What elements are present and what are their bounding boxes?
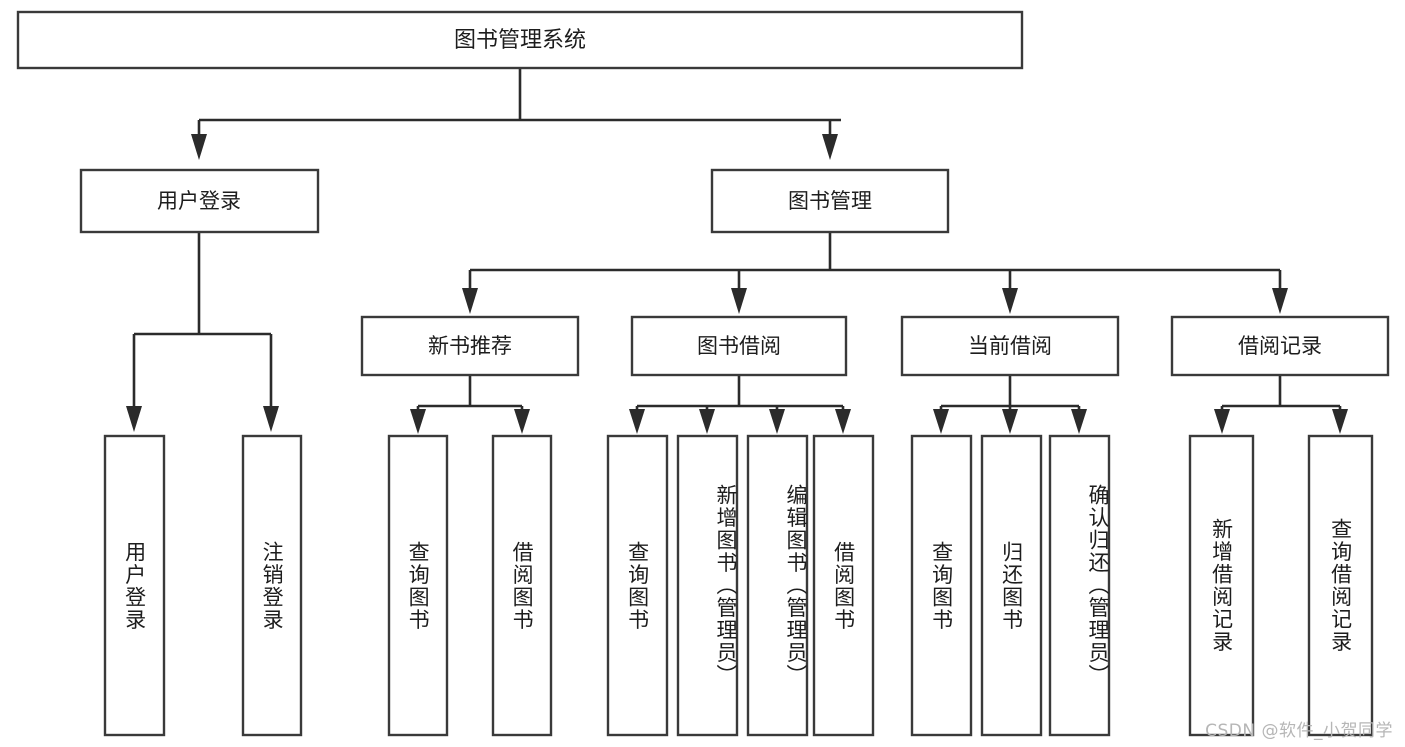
leaf-box-borrow-edit[interactable] bbox=[746, 434, 809, 737]
arrow-head-borrow-record bbox=[1272, 288, 1288, 314]
node-user-login[interactable]: 用户登录 bbox=[79, 168, 320, 234]
watermark-text: CSDN @软件_小贺同学 bbox=[1205, 721, 1393, 741]
leaf-box-record-query[interactable] bbox=[1307, 434, 1374, 737]
leaf-box-user-login[interactable] bbox=[103, 434, 166, 737]
connector-group-new-book-recommend bbox=[410, 375, 530, 434]
arrow-head-bookborrow-leaf4 bbox=[835, 409, 851, 434]
node-root-system[interactable]: 图书管理系统 bbox=[16, 10, 1024, 70]
node-root-box[interactable] bbox=[16, 10, 1024, 70]
connector-group-book-borrow bbox=[629, 375, 851, 434]
node-book-management-box[interactable] bbox=[710, 168, 950, 234]
arrow-head-new-book-recommend bbox=[462, 288, 478, 314]
arrow-head-currentborrow-leaf1 bbox=[933, 409, 949, 434]
leaf-box-current-confirm[interactable] bbox=[1048, 434, 1111, 737]
arrow-head-book-mgmt bbox=[822, 134, 838, 160]
leaf-box-current-query[interactable] bbox=[910, 434, 973, 737]
node-book-management-label: 图书管理 bbox=[788, 189, 872, 213]
node-user-login-box[interactable] bbox=[79, 168, 320, 234]
arrow-head-borrowrecord-leaf2 bbox=[1332, 409, 1348, 434]
node-current-borrow-box[interactable] bbox=[900, 315, 1120, 377]
node-current-borrow[interactable]: 当前借阅 bbox=[900, 315, 1120, 377]
leaf-box-record-add[interactable] bbox=[1188, 434, 1255, 737]
arrow-head-newbook-leaf2 bbox=[514, 409, 530, 434]
node-borrow-record-box[interactable] bbox=[1170, 315, 1390, 377]
node-borrow-record-label: 借阅记录 bbox=[1238, 334, 1322, 358]
arrow-head-bookborrow-leaf1 bbox=[629, 409, 645, 434]
node-new-book-recommend-box[interactable] bbox=[360, 315, 580, 377]
connector-group-book-mgmt bbox=[462, 232, 1288, 314]
node-new-book-recommend[interactable]: 新书推荐 bbox=[360, 315, 580, 377]
arrow-head-user-login bbox=[191, 134, 207, 160]
arrow-head-current-borrow bbox=[1002, 288, 1018, 314]
leaf-box-current-return[interactable] bbox=[980, 434, 1043, 737]
node-book-borrow-box[interactable] bbox=[630, 315, 848, 377]
leaf-box-borrow-add[interactable] bbox=[676, 434, 739, 737]
node-current-borrow-label: 当前借阅 bbox=[968, 334, 1052, 358]
node-user-login-label: 用户登录 bbox=[157, 189, 241, 213]
arrow-head-book-borrow bbox=[731, 288, 747, 314]
arrow-head-bookborrow-leaf2 bbox=[699, 409, 715, 434]
connector-group-current-borrow bbox=[933, 375, 1087, 434]
arrow-head-newbook-leaf1 bbox=[410, 409, 426, 434]
arrow-head-bookborrow-leaf3 bbox=[769, 409, 785, 434]
leaf-box-logout[interactable] bbox=[241, 434, 303, 737]
leaf-box-borrow-lend[interactable] bbox=[812, 434, 875, 737]
node-new-book-recommend-label: 新书推荐 bbox=[428, 334, 512, 358]
arrow-head-currentborrow-leaf3 bbox=[1071, 409, 1087, 434]
node-book-management[interactable]: 图书管理 bbox=[710, 168, 950, 234]
node-book-borrow-label: 图书借阅 bbox=[697, 334, 781, 358]
node-root-label: 图书管理系统 bbox=[454, 28, 586, 53]
arrow-head-currentborrow-leaf2 bbox=[1002, 409, 1018, 434]
connector-group-user-login bbox=[126, 232, 279, 432]
node-borrow-record[interactable]: 借阅记录 bbox=[1170, 315, 1390, 377]
node-book-borrow[interactable]: 图书借阅 bbox=[630, 315, 848, 377]
leaf-box-newbook-query[interactable] bbox=[387, 434, 449, 737]
connector-group-root bbox=[191, 68, 841, 160]
connector-group-borrow-record bbox=[1214, 375, 1348, 434]
leaf-box-newbook-borrow[interactable] bbox=[491, 434, 553, 737]
leaf-box-borrow-query[interactable] bbox=[606, 434, 669, 737]
arrow-head-leaf-user-login bbox=[126, 406, 142, 432]
arrow-head-borrowrecord-leaf1 bbox=[1214, 409, 1230, 434]
arrow-head-leaf-logout bbox=[263, 406, 279, 432]
